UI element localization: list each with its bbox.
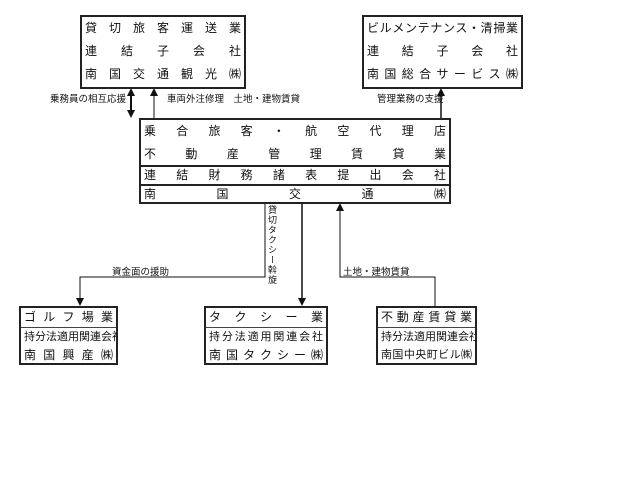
- company-name: 南国タクシー㈱: [209, 348, 323, 362]
- financial-support-arrow: [79, 203, 266, 300]
- business-line: 不動産管理賃貸業: [144, 147, 446, 161]
- business-line: 貸切旅客運送業: [85, 21, 241, 35]
- company-name: 南国中央町ビル㈱: [381, 348, 472, 361]
- relationship-type: 持分法適用関連会社: [21, 327, 116, 346]
- company-name: 南国興産㈱: [24, 348, 113, 362]
- relationship-type: 連結子会社: [367, 44, 518, 58]
- management-support-label: 管理業務の支援: [377, 94, 444, 105]
- company-name: 南国交通観光㈱: [85, 67, 241, 81]
- company-box-top-right: ビルメンテナンス・清掃業 連結子会社 南国総合サービス㈱: [362, 15, 523, 89]
- parent-company-box: 乗合旅客・航空代理店 不動産管理賃貸業 連結財務諸表提出会社 南国交通㈱: [139, 118, 451, 204]
- business-line: ビルメンテナンス・清掃業: [367, 21, 518, 35]
- relationship-type: 持分法適用関連会社: [206, 327, 326, 346]
- land-lease-label: 土地・建物賃貸: [343, 267, 410, 278]
- business-line: ゴルフ場業: [24, 310, 113, 324]
- company-box-bottom-right: 不動産賃貸業 持分法適用関連会社 南国中央町ビル㈱: [376, 306, 477, 365]
- company-box-bottom-left: ゴルフ場業 持分法適用関連会社 南国興産㈱: [19, 306, 118, 365]
- financial-support-label: 資金面の援助: [112, 267, 170, 278]
- business-line: タクシー業: [209, 310, 323, 324]
- business-line: 不動産賃貸業: [381, 310, 472, 324]
- repair-lease-label: 車両外注修理 土地・建物賃貸: [167, 94, 301, 105]
- company-name: 南国交通㈱: [141, 184, 449, 203]
- relationship-type: 連結子会社: [85, 44, 241, 58]
- relationship-type: 持分法適用関連会社: [378, 327, 475, 346]
- relationship-type: 連結財務諸表提出会社: [141, 165, 449, 184]
- charter-taxi-label: 貸切タクシー斡旋: [266, 205, 276, 285]
- business-line: 乗合旅客・航空代理店: [144, 124, 446, 138]
- company-box-bottom-center: タクシー業 持分法適用関連会社 南国タクシー㈱: [204, 306, 328, 365]
- land-lease-arrow: [339, 209, 436, 306]
- crew-support-label: 乗務員の相互応援: [50, 94, 127, 105]
- company-name: 南国総合サービス㈱: [367, 67, 518, 81]
- company-box-top-left: 貸切旅客運送業 連結子会社 南国交通観光㈱: [80, 15, 246, 89]
